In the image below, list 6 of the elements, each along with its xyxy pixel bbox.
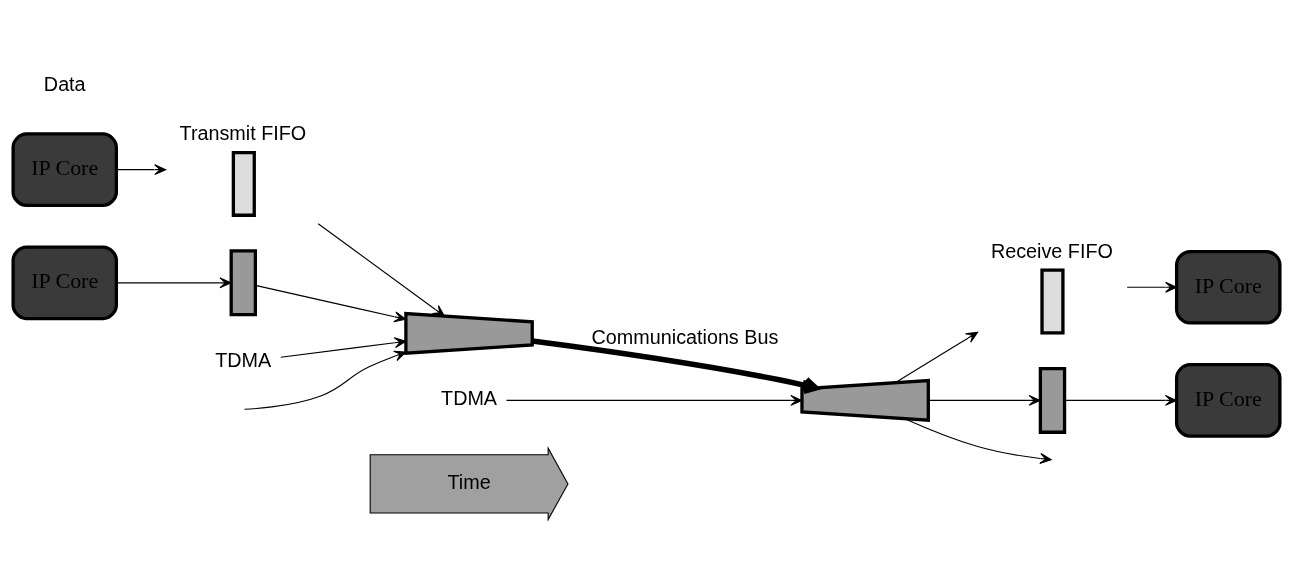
node-text: TDMA (215, 348, 272, 371)
node-label: Receive FIFO (990, 240, 1113, 263)
edge-label: Communications Bus (591, 325, 779, 348)
node-text: TDMA (441, 387, 498, 410)
label: Data (43, 73, 86, 96)
node-label: Transmit FIFO (179, 122, 307, 145)
